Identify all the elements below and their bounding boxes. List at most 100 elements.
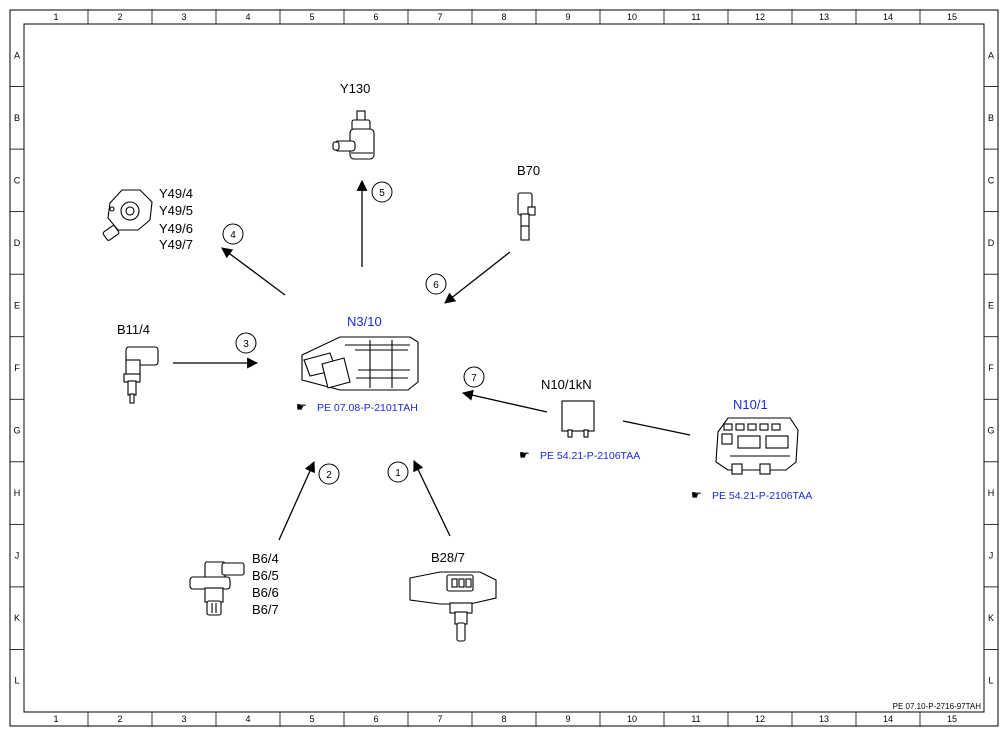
inner-frame	[23, 23, 985, 713]
signal-number-7-text: 7	[471, 373, 477, 384]
grid-column-label: 9	[565, 12, 570, 22]
grid-column-label: 14	[883, 714, 893, 724]
grid-row-label: H	[14, 488, 21, 498]
grid-column-label: 5	[309, 12, 314, 22]
signal-number-4: 4	[222, 223, 244, 245]
grid-row-label: F	[14, 363, 20, 373]
grid-row-label: L	[14, 676, 19, 686]
grid-column-label: 8	[501, 12, 506, 22]
signal-number-1: 1	[387, 461, 409, 483]
signal-arrow-7	[461, 389, 548, 413]
grid-column-label: 11	[691, 714, 700, 724]
b6-label-2: B6/5	[252, 568, 279, 583]
signal-number-1-text: 1	[395, 468, 401, 479]
b6-label-1: B6/4	[252, 551, 279, 566]
grid-row-label: C	[988, 175, 995, 185]
grid-row-label: H	[988, 488, 995, 498]
n10-reference-link[interactable]: ☛ PE 54.21-P-2106TAA	[691, 488, 812, 502]
signal-arrow-2	[278, 460, 315, 541]
b6-label-3: B6/6	[252, 585, 279, 600]
grid-ticks	[10, 10, 998, 726]
grid-column-label: 10	[627, 12, 637, 22]
signal-number-5-text: 5	[379, 188, 385, 199]
grid-column-label: 13	[819, 12, 829, 22]
signal-connections	[173, 179, 691, 541]
n10kn-reference[interactable]: PE 54.21-P-2106TAA	[540, 450, 640, 462]
grid-row-label: E	[988, 300, 994, 310]
grid-column-label: 6	[373, 12, 378, 22]
grid-column-label: 7	[437, 12, 442, 22]
grid-column-label: 5	[309, 714, 314, 724]
n10-sam-control-unit-icon	[715, 417, 799, 475]
grid-column-label: 3	[181, 714, 186, 724]
grid-column-label: 2	[117, 12, 122, 22]
grid-column-label: 6	[373, 714, 378, 724]
grid-column-label: 11	[691, 12, 700, 22]
grid-column-label: 15	[947, 714, 957, 724]
b28-pressure-sensor-icon	[409, 571, 497, 642]
n10-label: N10/1	[733, 397, 768, 412]
outer-frame	[9, 9, 999, 727]
signal-arrow-6	[444, 251, 511, 304]
n3-reference[interactable]: PE 07.08-P-2101TAH	[317, 402, 418, 414]
signal-arrow-1	[413, 460, 451, 537]
signal-number-2: 2	[318, 463, 340, 485]
grid-row-label: B	[14, 113, 20, 123]
reference-hand-icon: ☛	[519, 448, 530, 462]
grid-column-label: 15	[947, 12, 957, 22]
y49-labels: Y49/4 Y49/5 Y49/6 Y49/7	[159, 186, 193, 252]
n10kn-reference-link[interactable]: ☛ PE 54.21-P-2106TAA	[519, 448, 640, 462]
grid-row-label: J	[15, 551, 20, 561]
grid-row-label: E	[14, 300, 20, 310]
grid-row-label: D	[988, 238, 995, 248]
document-code: PE 07.10-P-2716-97TAH	[893, 702, 982, 711]
signal-number-3-text: 3	[243, 339, 249, 350]
b6-labels: B6/4 B6/5 B6/6 B6/7	[252, 551, 279, 617]
grid-column-label: 4	[245, 12, 250, 22]
grid-column-label: 12	[755, 12, 765, 22]
b11-coolant-temp-sensor-icon	[123, 346, 159, 404]
grid-row-label: K	[988, 613, 994, 623]
b28-label: B28/7	[431, 550, 465, 565]
b6-label-4: B6/7	[252, 602, 279, 617]
n10-reference[interactable]: PE 54.21-P-2106TAA	[712, 490, 812, 502]
n3-reference-link[interactable]: ☛ PE 07.08-P-2101TAH	[296, 400, 418, 414]
reference-hand-icon: ☛	[296, 400, 307, 414]
grid-row-label: A	[14, 50, 20, 60]
y130-label: Y130	[340, 81, 370, 96]
grid-column-label: 1	[53, 714, 58, 724]
grid-row-label: K	[14, 613, 20, 623]
grid-row-label: D	[14, 238, 21, 248]
signal-arrow-4	[221, 247, 286, 296]
y49-label-1: Y49/4	[159, 186, 193, 201]
signal-number-5: 5	[371, 181, 393, 203]
grid-column-label: 9	[565, 714, 570, 724]
grid-row-label: A	[988, 50, 994, 60]
reference-hand-icon: ☛	[691, 488, 702, 502]
grid-column-label: 2	[117, 714, 122, 724]
grid-column-label: 10	[627, 714, 637, 724]
grid-column-label: 3	[181, 12, 186, 22]
signal-number-7: 7	[463, 366, 485, 388]
b11-label: B11/4	[117, 322, 150, 337]
grid-row-label: J	[989, 551, 994, 561]
signal-number-6: 6	[425, 273, 447, 295]
grid-column-label: 14	[883, 12, 893, 22]
b6-camshaft-hall-sensor-icon	[189, 561, 245, 616]
grid-column-label: 12	[755, 714, 765, 724]
signal-number-4-text: 4	[230, 230, 236, 241]
n10-to-relay-line	[622, 420, 691, 436]
grid-column-label: 8	[501, 714, 506, 724]
signal-number-3: 3	[235, 332, 257, 354]
b70-crankshaft-sensor-icon	[517, 192, 536, 241]
grid-column-label: 7	[437, 714, 442, 724]
n3-label: N3/10	[347, 314, 382, 329]
y49-label-4: Y49/7	[159, 237, 193, 252]
n3-ecu-icon	[301, 336, 419, 391]
grid-row-label: G	[13, 426, 20, 436]
signal-number-6-text: 6	[433, 280, 439, 291]
b70-label: B70	[517, 163, 540, 178]
grid-row-label: G	[987, 426, 994, 436]
grid-column-labels: 1122334455667788991010111112121313141415…	[53, 12, 957, 724]
grid-column-label: 4	[245, 714, 250, 724]
